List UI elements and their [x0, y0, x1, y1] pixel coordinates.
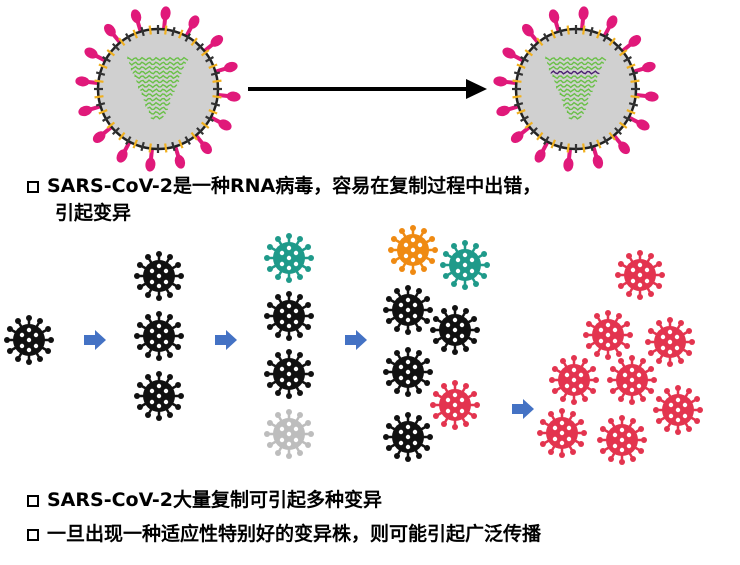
coronavirus-icon	[549, 355, 599, 405]
right-arrow-icon	[512, 399, 534, 419]
coronavirus-icon	[597, 415, 647, 465]
coronavirus-icon	[264, 233, 314, 283]
coronavirus-icon	[645, 317, 695, 367]
coronavirus-icon	[134, 371, 184, 421]
coronavirus-icon	[537, 408, 587, 458]
coronavirus-icon	[430, 305, 480, 355]
coronavirus-icon	[383, 412, 433, 462]
coronavirus-icon	[615, 250, 665, 300]
caption-line2: SARS-CoV-2大量复制可引起多种变异	[47, 489, 383, 511]
coronavirus-icon	[430, 380, 480, 430]
virus-replication-diagram	[4, 225, 703, 465]
caption-rna-virus-cont: 引起变异	[55, 201, 131, 225]
checkbox-square-icon	[27, 529, 39, 541]
coronavirus-icon	[583, 310, 633, 360]
virus-cross-section-mutated	[493, 6, 659, 172]
caption-line1: SARS-CoV-2是一种RNA病毒，容易在复制过程中出错，	[47, 175, 542, 197]
checkbox-square-icon	[27, 181, 39, 193]
caption-line3: 一旦出现一种适应性特别好的变异株，则可能引起广泛传播	[47, 523, 542, 545]
coronavirus-icon	[264, 349, 314, 399]
right-arrow-icon	[215, 330, 237, 350]
coronavirus-icon	[383, 285, 433, 335]
mutation-arrow-head	[466, 79, 487, 99]
caption-line1b: 引起变异	[55, 202, 132, 224]
coronavirus-icon	[134, 251, 184, 301]
coronavirus-icon	[388, 225, 438, 275]
step-arrows	[84, 330, 534, 419]
coronavirus-icon	[264, 409, 314, 459]
virus-cross-section-original	[75, 6, 241, 172]
coronavirus-icon	[134, 311, 184, 361]
coronavirus-icon	[4, 315, 54, 365]
coronavirus-icon	[440, 240, 490, 290]
right-arrow-icon	[84, 330, 106, 350]
caption-spread: 一旦出现一种适应性特别好的变异株，则可能引起广泛传播	[27, 522, 541, 546]
right-arrow-icon	[345, 330, 367, 350]
coronavirus-icon	[653, 385, 703, 435]
caption-replication: SARS-CoV-2大量复制可引起多种变异	[27, 488, 382, 512]
coronavirus-icon	[607, 355, 657, 405]
coronavirus-icon	[264, 291, 314, 341]
checkbox-square-icon	[27, 495, 39, 507]
coronavirus-icon	[383, 347, 433, 397]
caption-rna-virus: SARS-CoV-2是一种RNA病毒，容易在复制过程中出错，	[27, 174, 541, 198]
